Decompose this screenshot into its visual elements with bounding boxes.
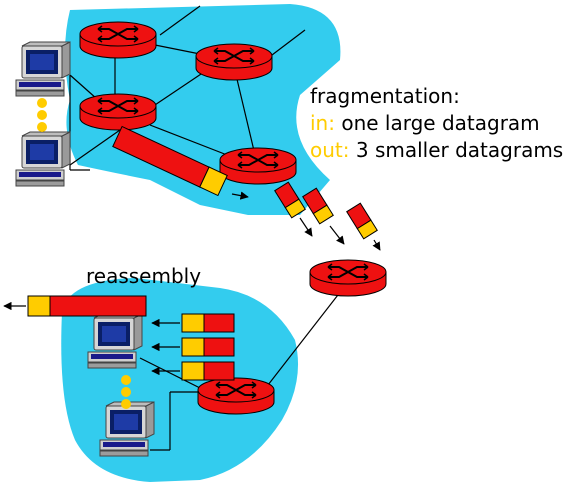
- lower-links: [139, 357, 201, 451]
- out-text: 3 smaller datagrams: [349, 138, 564, 162]
- host-computer-icon: [15, 131, 71, 187]
- arrow-icon: [372, 239, 381, 251]
- in-prefix: in:: [310, 111, 335, 135]
- datagram-icon: [346, 202, 378, 240]
- input-description: in: one large datagram: [310, 113, 540, 133]
- host-ellipsis: [37, 98, 131, 409]
- host-computer-icon: [99, 401, 155, 457]
- reassembled-datagram: [27, 295, 147, 317]
- router-icon: [195, 43, 273, 81]
- arrow-icon: [231, 191, 249, 200]
- in-text: one large datagram: [334, 111, 540, 135]
- large-datagram: [112, 125, 228, 197]
- arrow-icon: [299, 217, 313, 237]
- out-prefix: out:: [310, 138, 350, 162]
- output-description: out: 3 smaller datagrams: [310, 140, 563, 160]
- arrow-icon: [329, 225, 345, 245]
- reassembly-label: reassembly: [86, 264, 202, 288]
- router-icon: [219, 147, 297, 185]
- router-icon: [79, 93, 157, 131]
- router-icon: [309, 259, 387, 297]
- host-computer-icon: [15, 41, 71, 97]
- inter-network-link: [267, 281, 349, 386]
- router-icon: [197, 377, 275, 415]
- fragmentation-heading: fragmentation:: [310, 84, 460, 108]
- arrived-fragments: [181, 313, 235, 381]
- host-computer-icon: [87, 313, 143, 369]
- router-icon: [79, 21, 157, 59]
